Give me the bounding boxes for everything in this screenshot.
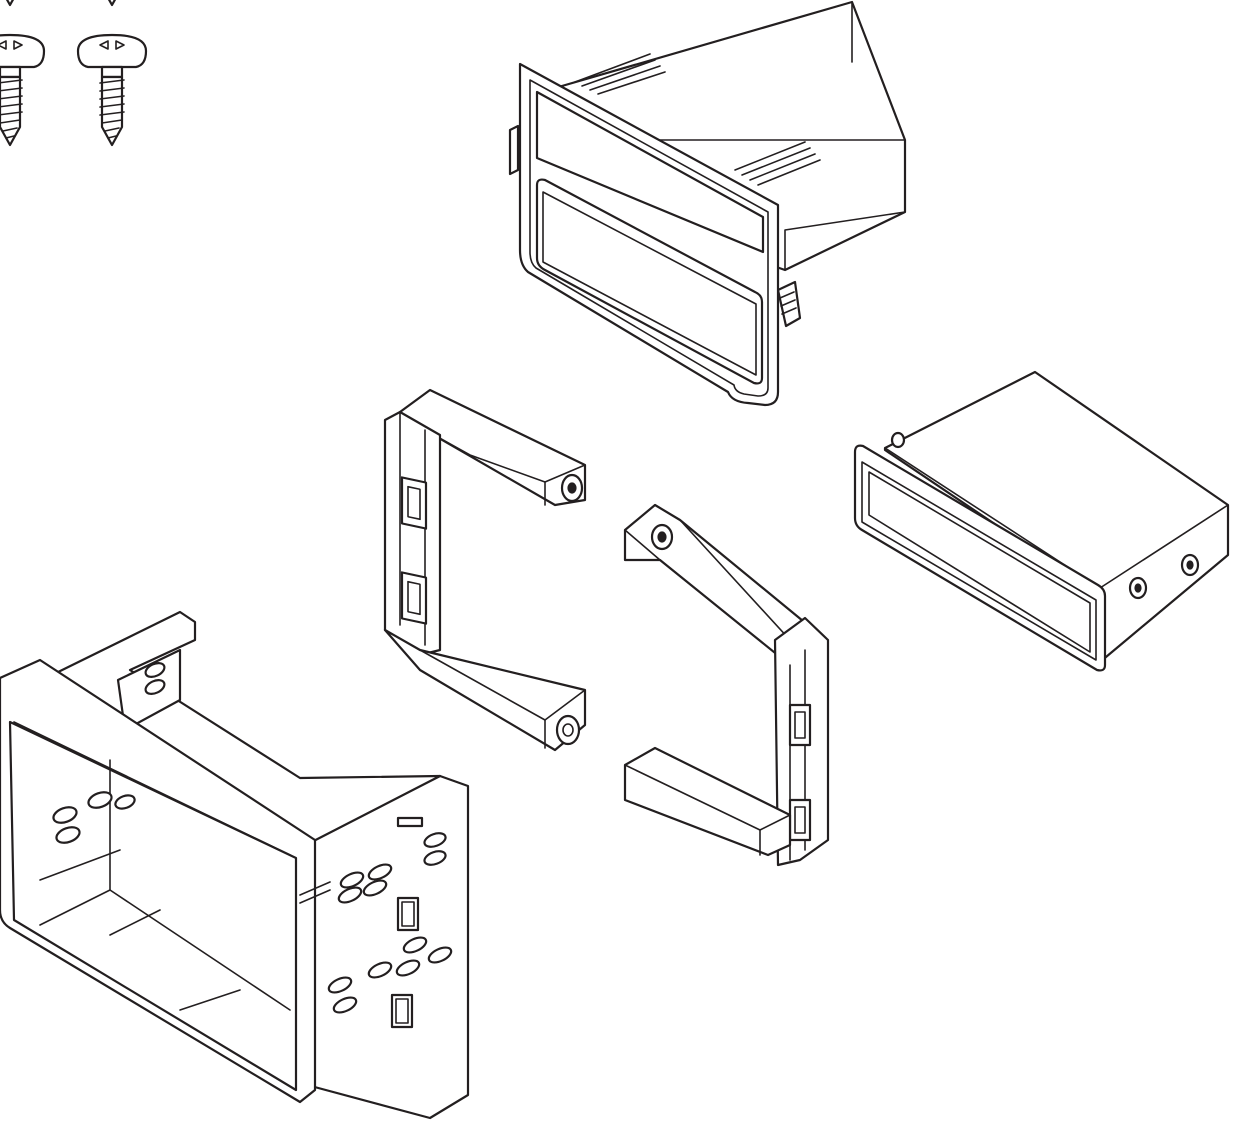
screws-group	[0, 0, 148, 147]
clip-lines-side	[734, 141, 821, 186]
single-din-pocket-icon	[853, 370, 1230, 672]
screw-icon	[0, 0, 46, 7]
double-din-cage-icon	[0, 610, 470, 1120]
screw-icon	[76, 33, 148, 147]
screw-icon	[76, 0, 148, 7]
double-din-pocket-kit-icon	[508, 0, 907, 407]
clip-lines-top	[574, 53, 666, 95]
side-plate-holes	[299, 816, 453, 1029]
left-mounting-bracket-icon	[383, 388, 587, 752]
right-mounting-bracket-icon	[623, 503, 830, 867]
screw-icon	[0, 33, 46, 147]
